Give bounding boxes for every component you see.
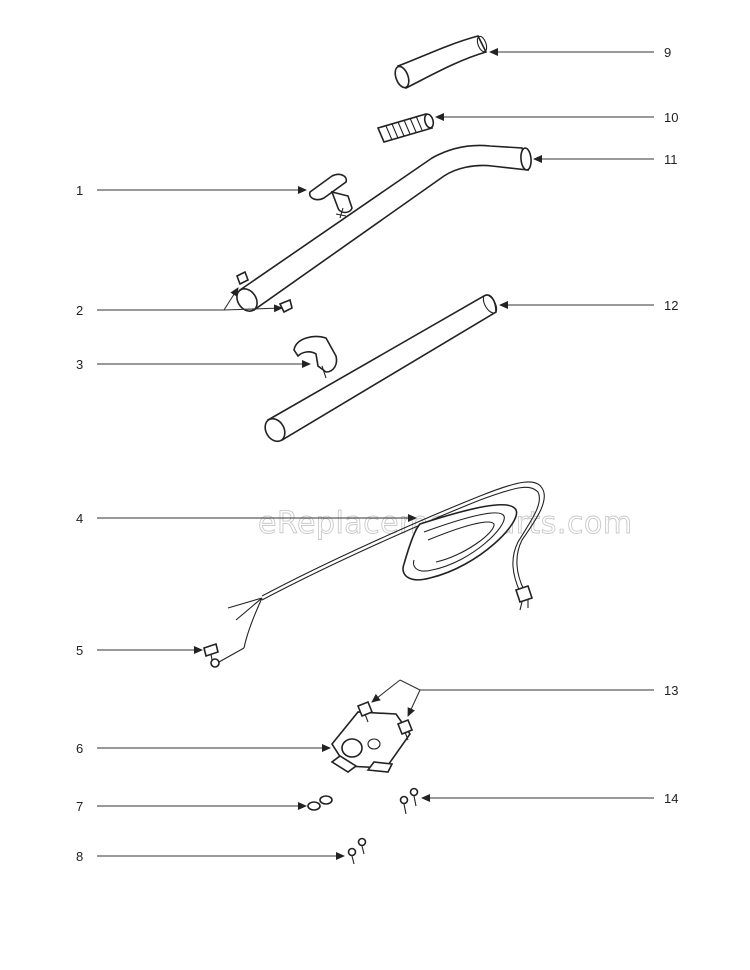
callout-4: 4 [76,511,83,526]
callout-10: 10 [664,110,678,125]
callout-9: 9 [664,45,671,60]
part-11-upper-handle-tube [236,144,532,312]
callout-5: 5 [76,643,83,658]
part-3-hook-bracket [293,335,338,379]
part-6-pivot-bracket [330,711,411,773]
callout-6: 6 [76,741,83,756]
part-10-swivel-coupling [376,113,435,143]
callout-3: 3 [76,357,83,372]
leader-lines [97,48,654,860]
part-5-ground-screw [203,642,245,668]
callout-1: 1 [76,183,83,198]
callout-12: 12 [664,298,678,313]
part-9-hose-cuff [394,35,488,90]
callout-11: 11 [664,152,678,167]
callout-labels: 1 2 3 4 5 6 7 8 9 10 11 12 13 14 [76,45,678,864]
part-1-handle-grip [308,173,353,219]
callout-8: 8 [76,849,83,864]
part-7-nuts [307,795,333,811]
callout-2: 2 [76,303,83,318]
part-13-bracket-screws [356,700,414,741]
part-12-lower-wand-tube [264,294,498,443]
callout-7: 7 [76,799,83,814]
part-8-small-screws [347,837,367,865]
part-4-power-cord [227,481,545,649]
part-14-screws [399,787,419,815]
callout-14: 14 [664,791,678,806]
callout-13: 13 [664,683,678,698]
